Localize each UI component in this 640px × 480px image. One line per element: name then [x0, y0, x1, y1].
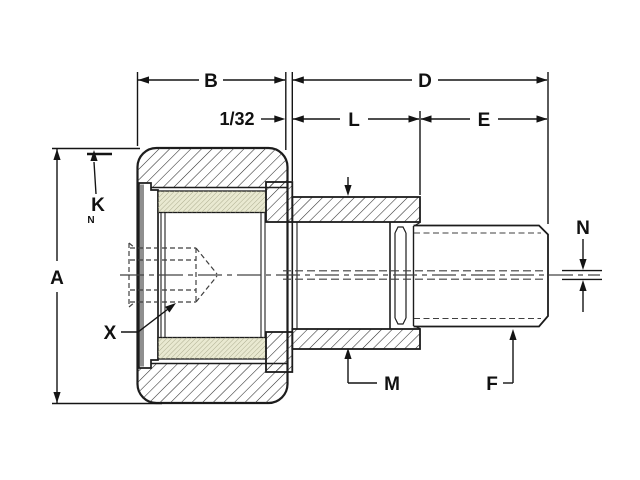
needle-rollers-bottom: [157, 336, 267, 360]
dim-label-m: M: [384, 374, 400, 395]
arrowheads: [53, 76, 587, 403]
dim-label-gap: 1/32: [219, 109, 254, 129]
dim-label-n: N: [576, 218, 590, 239]
lube-hole-hidden-lines: [283, 270, 545, 280]
stud-shoulder: [291, 196, 421, 350]
hex-socket-hidden: [128, 242, 218, 308]
dim-label-l: L: [348, 110, 360, 131]
dim-label-a: A: [50, 268, 64, 289]
stud-flange: [265, 181, 294, 373]
dim-label-b: B: [204, 71, 218, 92]
dim-label-e: E: [478, 110, 491, 131]
dimension-lines: [52, 72, 602, 405]
dim-label-d: D: [418, 71, 432, 92]
needle-rollers-top: [157, 190, 267, 214]
dim-label-k-sub: N: [87, 215, 94, 226]
threaded-stud: [412, 222, 549, 330]
dim-label-k: K: [91, 195, 105, 216]
dim-label-x: X: [104, 323, 117, 344]
dim-label-f: F: [486, 374, 498, 395]
